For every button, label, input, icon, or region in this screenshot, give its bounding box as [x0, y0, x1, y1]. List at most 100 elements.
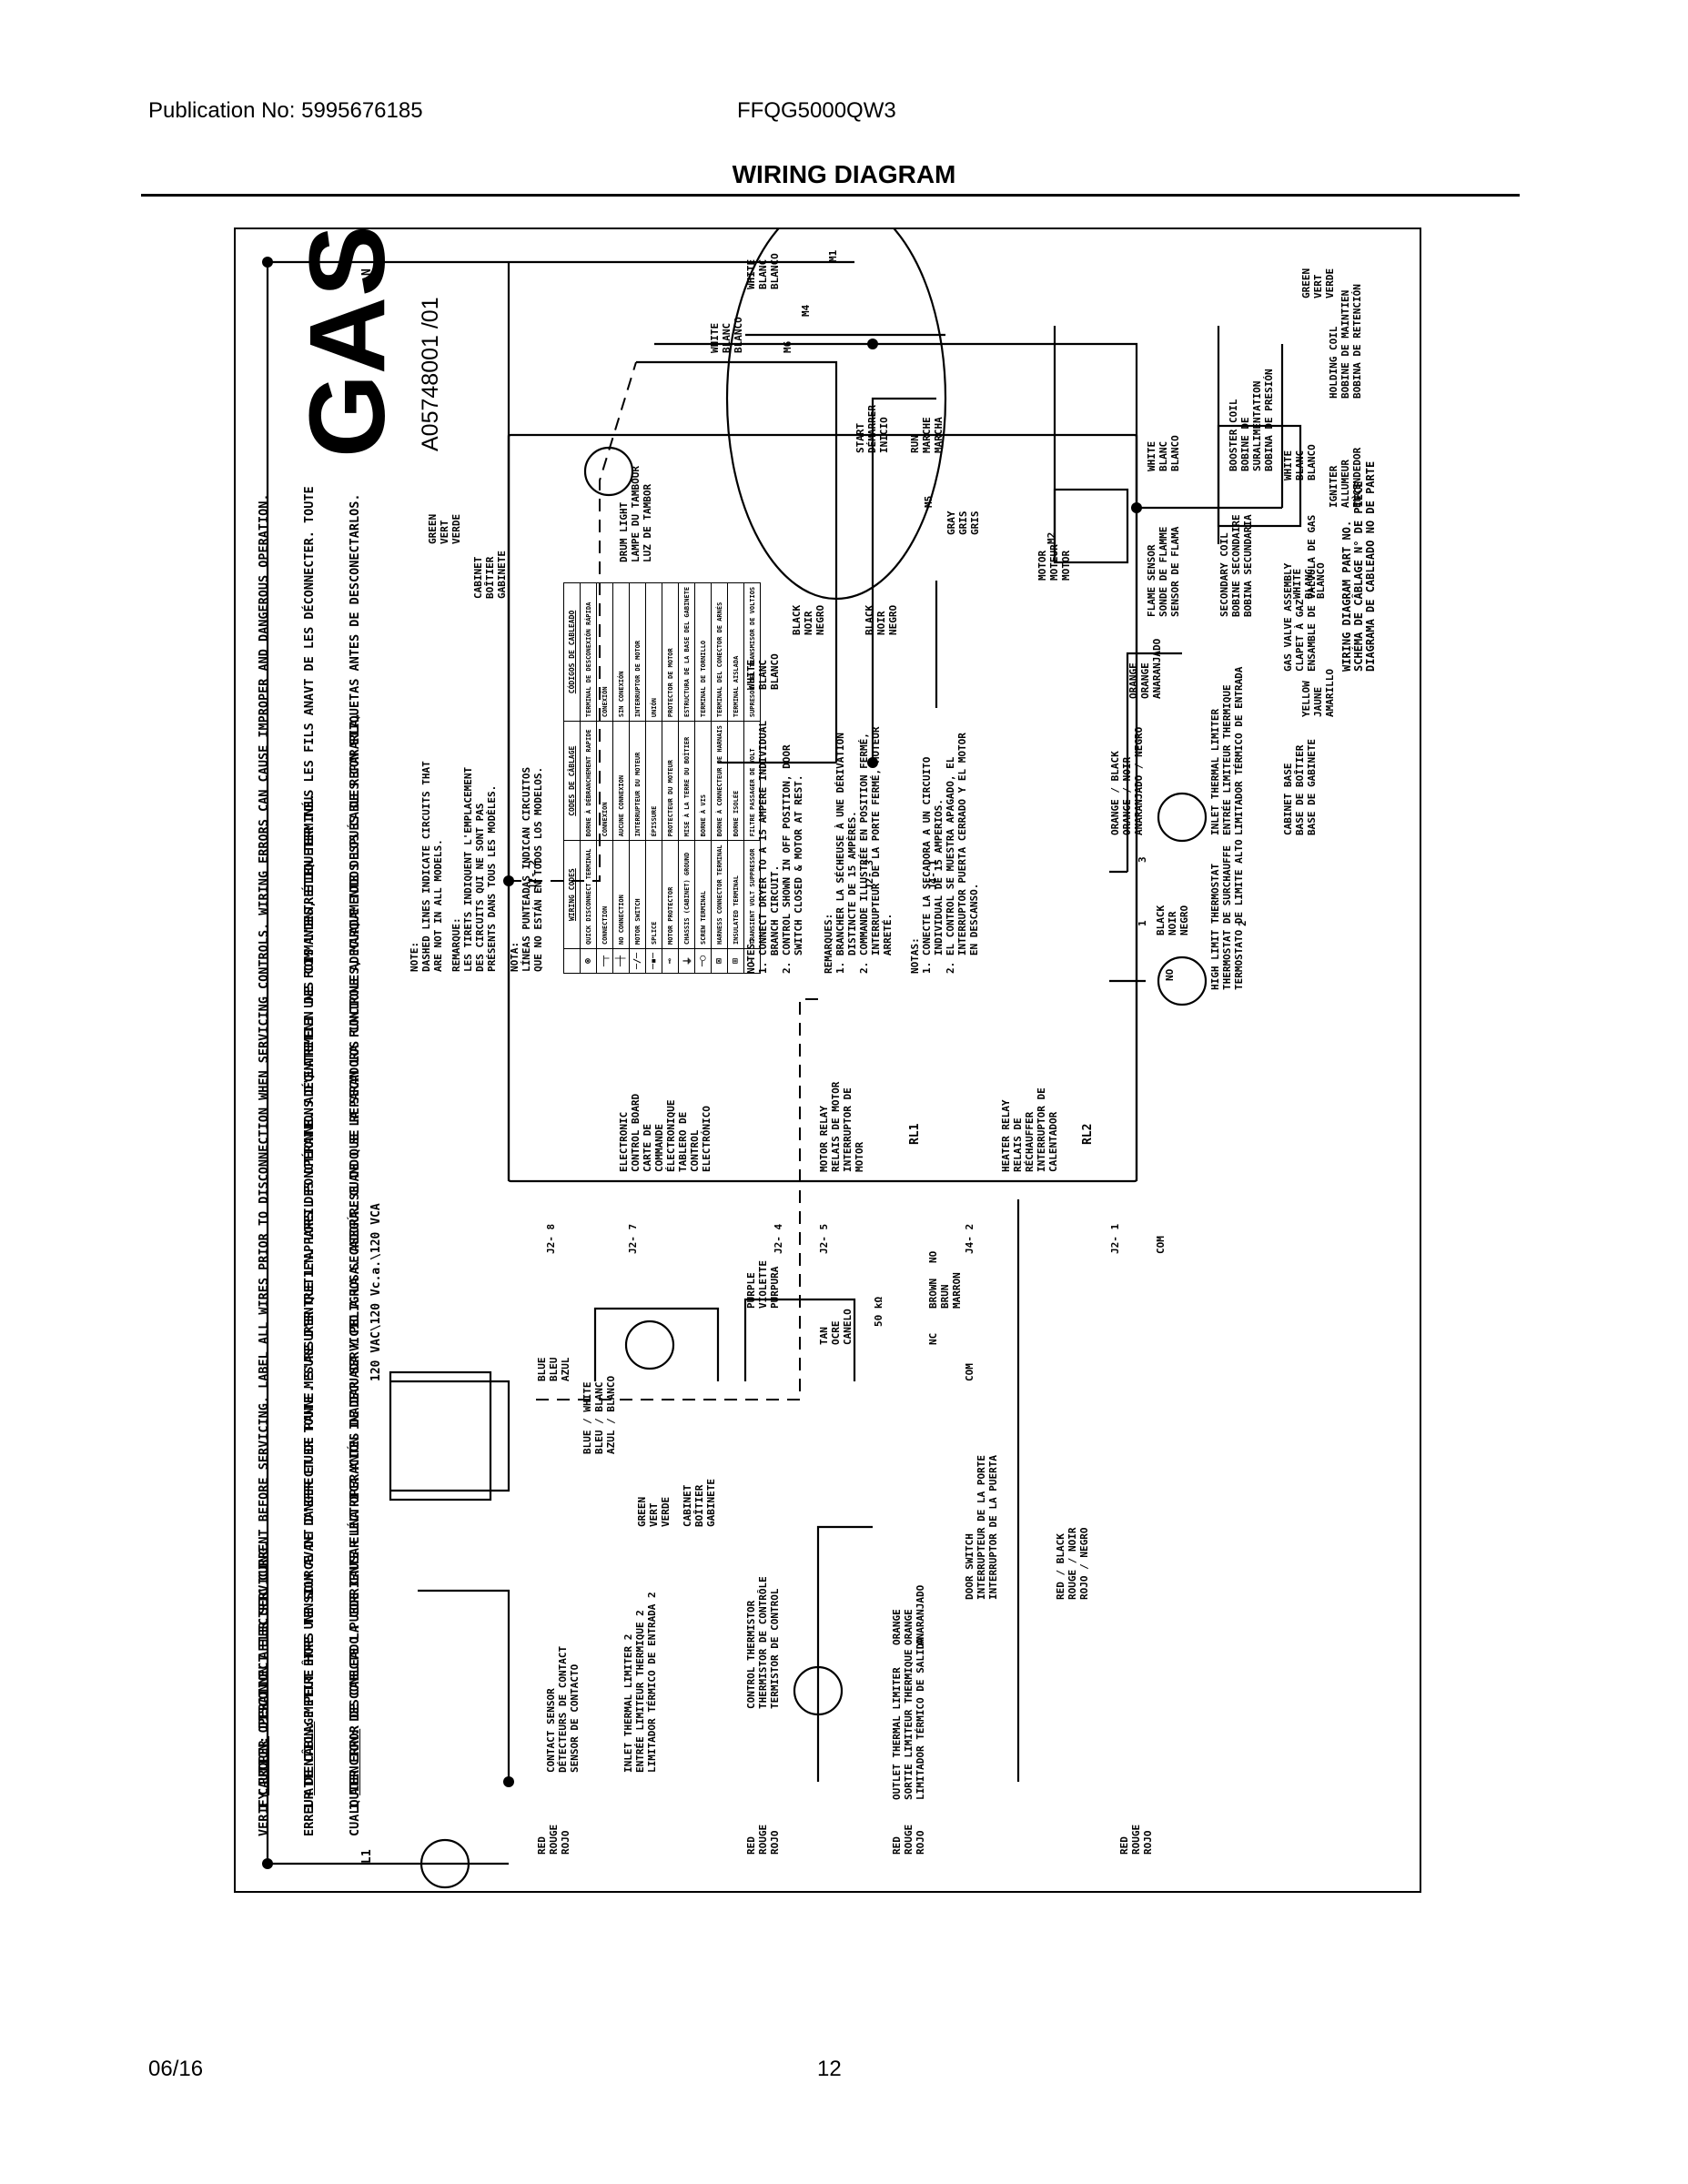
motor-label: MOTOR MOTEUR MOTOR [1036, 544, 1072, 581]
motor-start-label: START DÉMARRER INICIO [854, 405, 890, 453]
wire-label-red-1: RED ROUGE ROJO [536, 1824, 571, 1855]
table-cell: NO CONNECTION [612, 840, 630, 949]
control-board-box [507, 433, 1138, 1183]
drum-light-label: DRUM LIGHT LAMPE DU TAMBOUR LUZ DE TAMBO… [618, 466, 653, 562]
caution-en-line2: VERIFY PROPER OPERATION AFTER SERVICING. [257, 1540, 271, 1836]
table-cell: ⏚ [678, 948, 695, 974]
table-cell: SPLICE [645, 840, 662, 949]
wire-label-red-3: RED ROUGE ROJO [891, 1824, 926, 1855]
table-cell: ⊸ [662, 948, 679, 974]
wire-label-white-4: WHITE BLANC BLANCO [1291, 562, 1327, 599]
notes-french: REMARQUES: 1. BRANCHER LA SÉCHEUSE À UNE… [823, 726, 894, 974]
wire-label-tan: TAN OCRE CANELO [818, 1309, 854, 1345]
wire-label-green-cabinet: GREEN VERT VERDE [427, 513, 462, 544]
wire-label-white-2: WHITE BLANC BLANCO [709, 317, 744, 353]
caution-fr-line2: ERREUR DE CÂBLAGE PEUT ÊTRE UNE SOURCE D… [302, 793, 317, 1836]
contact-sensor-label: CONTACT SENSOR DÉTECTEURS DE CONTACT SEN… [545, 1645, 581, 1773]
table-cell: ─┼ [612, 948, 630, 974]
note-dashed-en: NOTE: DASHED LINES INDICATE CIRCUITS THA… [409, 761, 444, 972]
table-cell: TERMINAL DE TORNILLO [694, 582, 712, 722]
m6-label: M6 [782, 340, 793, 353]
wire-label-green-1: GREEN VERT VERDE [636, 1496, 672, 1527]
table-cell: PROTECTEUR DU MOTEUR [662, 721, 679, 841]
motor-body [725, 229, 947, 601]
notes-english: NOTES: 1. CONNECT DRYER TO A 15 AMPERE I… [745, 720, 804, 974]
igniter-label: IGNITER ALLUMEUR ENCENDEDOR [1328, 447, 1363, 508]
notes-spanish: NOTAS: 1. CONECTE LA SECADORA A UN CIRCU… [909, 733, 980, 974]
table-cell: SCREW TERMINAL [694, 840, 712, 949]
wire-contact-sensor [390, 1380, 510, 1492]
wire-label-black-1: BLACK NOIR NEGRO [791, 604, 826, 635]
j2-4-label: J2- 4 [773, 1223, 784, 1254]
motor-relay-label: MOTOR RELAY RELAIS DE MOTOR INTERRUPTOR … [818, 1081, 865, 1172]
flame-sensor-label: FLAME SENSOR SONDE DE FLAMME SENSOR DE F… [1146, 526, 1181, 617]
terminal-l1-label: L1 [360, 1849, 374, 1864]
wire-label-white-1: WHITE BLANC BLANCO [745, 653, 781, 690]
part-number: A05748001 /01 [418, 297, 443, 451]
holding-coil-label: HOLDING COIL BOBINE DE MAINTIEN BOBINA D… [1328, 284, 1363, 399]
wire-label-orange-1: ORANGE ORANGE ANARANJADO [891, 1584, 926, 1645]
wire-label-black-3: BLACK NOIR NEGRO [1155, 905, 1190, 935]
wire-label-white-5: WHITE BLANC BLANCO [1282, 444, 1318, 480]
wire-gas-valve [873, 342, 1282, 510]
wire-orange-black [1126, 652, 1182, 872]
contact-sensor-box [389, 1370, 492, 1502]
no-label-2: NO [1164, 968, 1176, 981]
m2-label: M2 [1046, 531, 1057, 544]
splice-4 [867, 339, 878, 349]
gas-label: GAS [288, 228, 408, 458]
wire-label-orange-2: ORANGE ORANGE ANARANJADO [1127, 638, 1163, 699]
booster-coil-label: BOOSTER COIL BOBINE DE SURALIMENTATION B… [1228, 369, 1275, 471]
high-limit-ring [1157, 956, 1208, 1006]
wiring-diagram-frame: 1 CAUTION: DISCONNECT ELECTRIC CURRENT B… [234, 228, 1421, 1893]
model-number: FFQG5000QW3 [737, 98, 896, 123]
nc-label: NC [927, 1332, 939, 1345]
cabinet-base-label: CABINET BASE BASE DE BOÎTIER BASE DE GAB… [1282, 739, 1318, 835]
m1-label: M1 [827, 249, 839, 262]
inlet-thermal-limiter-2-label: INLET THERMAL LIMITER 2 ENTRÉE LIMITEUR … [622, 1592, 658, 1773]
footer-date: 06/16 [148, 2057, 204, 2081]
wire-label-red-4: RED ROUGE ROJO [1118, 1824, 1154, 1855]
cabinet-label-2: CABINET BOÎTIER GABINETE [472, 551, 508, 599]
table-cell: TERMINAL AISLADA [727, 582, 744, 722]
j2-3-label: J2- 3 [864, 859, 875, 890]
page-title: WIRING DIAGRAM [732, 160, 956, 188]
wiring-codes-symbol-header [563, 948, 581, 974]
wire-j4-1 [871, 397, 936, 763]
wire-label-brown: BROWN BRUN MARRON [927, 1272, 963, 1309]
wire-label-black-2: BLACK NOIR NEGRO [864, 604, 899, 635]
header-rule [141, 194, 1520, 197]
cabinet-label-1: CABINET BOÎTIER GABINETE [682, 1479, 717, 1527]
wire-label-yellow: YELLOW JAUNE AMARILLO [1300, 669, 1336, 717]
splice-3 [867, 757, 878, 768]
rotated-diagram: 1 CAUTION: DISCONNECT ELECTRIC CURRENT B… [236, 229, 1420, 1891]
wire-orange [816, 1525, 873, 1782]
table-cell: AUCUNE CONNEXION [612, 721, 630, 841]
dashed-motor-relay [536, 998, 818, 1400]
door-switch-label: DOOR SWITCH INTERRUPTEUR DE LA PORTE INT… [964, 1455, 999, 1600]
num-3-label: 3 [1137, 856, 1148, 863]
thermistor-value: 50 kΩ [873, 1296, 884, 1327]
flame-sensor-box [1053, 488, 1129, 564]
wire-label-blue: BLUE BLEU AZUL [536, 1357, 571, 1382]
wiring-codes-table: WIRING CODES CODES DE CÂBLAGE CÓDIGOS DE… [563, 582, 761, 974]
wire-label-red-black: RED / BLACK ROUGE / NOIR ROJO / NEGRO [1055, 1527, 1090, 1600]
j2-1-label: J2- 1 [1109, 1223, 1121, 1254]
drum-light-lamp [583, 446, 634, 497]
table-cell: ─/─ [629, 948, 646, 974]
splice-2 [503, 1776, 514, 1787]
wire-thermistor [593, 1307, 720, 1381]
table-cell: BORNE ISOLÉE [727, 721, 744, 841]
table-cell: TERMINAL DEL CONECTOR DE ARNÉS [711, 582, 728, 722]
j2-7-label: J2- 7 [627, 1223, 639, 1254]
wire-label-white-n: WHITE BLANC BLANCO [745, 253, 781, 289]
table-cell: TERMINAL DE DESCONEXIÓN RÁPIDA [580, 582, 597, 722]
j2-8-label: J2- 8 [545, 1223, 557, 1254]
wire-label-blue-white: BLUE / WHITE BLEU / BLANC AZUL / BLANCO [581, 1375, 617, 1454]
